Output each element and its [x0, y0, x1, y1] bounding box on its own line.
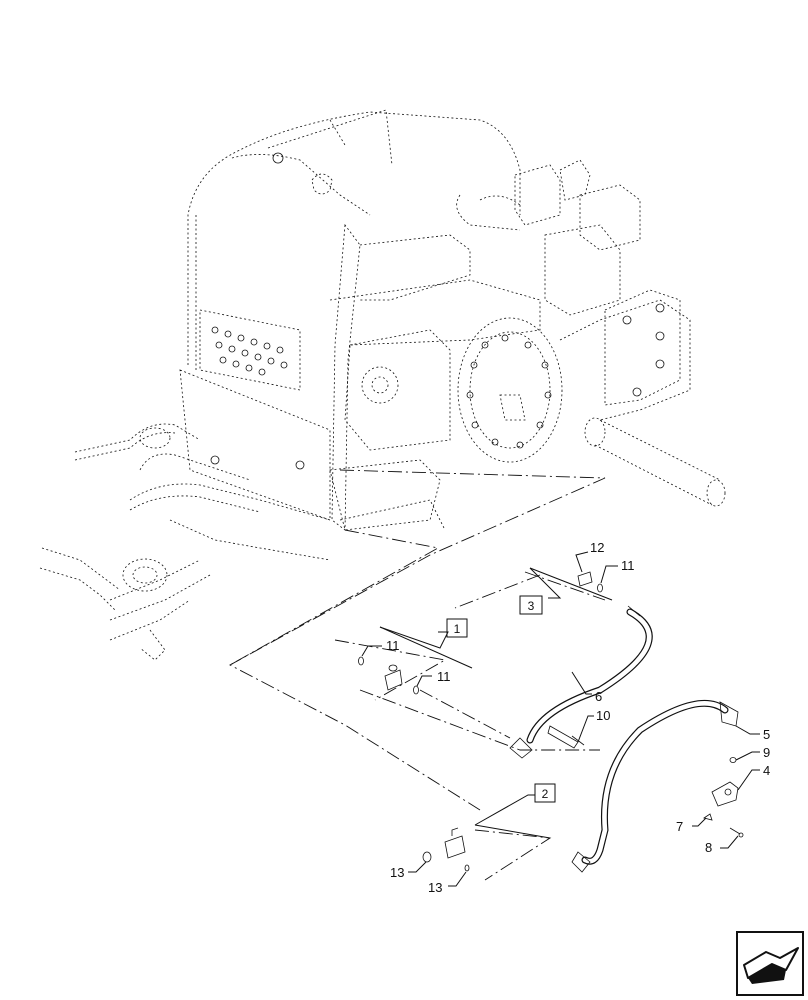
o-ring-11-left — [358, 656, 364, 666]
svg-text:1: 1 — [454, 622, 461, 636]
svg-text:11: 11 — [386, 638, 400, 653]
washer-9 — [729, 757, 737, 763]
svg-text:9: 9 — [763, 745, 770, 760]
svg-text:11: 11 — [621, 558, 635, 573]
kit-bracket-3: 3 — [519, 567, 613, 615]
callout-11-left: 11 — [361, 638, 400, 657]
callout-4: 4 — [737, 763, 770, 791]
bracket-4 — [711, 781, 739, 807]
o-ring-11-right — [413, 685, 419, 695]
hydraulic-hose-5 — [571, 699, 739, 873]
svg-text:3: 3 — [528, 599, 535, 613]
callout-8: 8 — [705, 835, 739, 855]
callout-7: 7 — [676, 817, 707, 834]
pto-shaft — [584, 417, 726, 507]
callout-13-a: 13 — [390, 861, 427, 880]
svg-text:7: 7 — [676, 819, 683, 834]
assembly-guide-lines — [229, 469, 606, 881]
fitting-1 — [384, 664, 403, 691]
svg-text:13: 13 — [390, 865, 404, 880]
o-ring-13-a — [422, 851, 432, 863]
svg-text:12: 12 — [590, 540, 604, 555]
o-ring-13-b — [464, 864, 470, 872]
next-page-arrow-icon[interactable] — [736, 931, 804, 996]
nut-7 — [703, 813, 713, 821]
svg-text:5: 5 — [763, 727, 770, 742]
svg-text:10: 10 — [596, 708, 610, 723]
perforated-plate — [211, 326, 288, 376]
callout-6: 6 — [571, 671, 602, 704]
baler-machine-illustration — [39, 109, 726, 661]
svg-text:6: 6 — [595, 689, 602, 704]
svg-text:11: 11 — [437, 669, 451, 684]
kit-bracket-1: 1 — [379, 618, 473, 669]
svg-text:4: 4 — [763, 763, 770, 778]
hydraulic-hose-6 — [509, 605, 653, 759]
left-hose-bundle — [39, 423, 331, 661]
callout-5: 5 — [735, 725, 770, 742]
callout-12: 12 — [575, 540, 604, 573]
callout-11-top: 11 — [600, 558, 635, 584]
svg-text:8: 8 — [705, 840, 712, 855]
o-ring-11-top — [597, 583, 603, 593]
callout-11-right: 11 — [416, 669, 451, 687]
clamp-10 — [547, 725, 585, 749]
callout-10: 10 — [577, 708, 610, 743]
gearbox-assembly — [457, 289, 691, 463]
valve-blocks — [456, 159, 641, 316]
bolt-8 — [729, 827, 744, 838]
kit-bracket-2: 2 — [474, 783, 556, 839]
callout-9: 9 — [735, 745, 770, 761]
fitting-12 — [577, 571, 593, 587]
svg-text:2: 2 — [542, 787, 549, 801]
callout-13-b: 13 — [428, 871, 467, 895]
fitting-2 — [444, 827, 466, 859]
svg-text:13: 13 — [428, 880, 442, 895]
